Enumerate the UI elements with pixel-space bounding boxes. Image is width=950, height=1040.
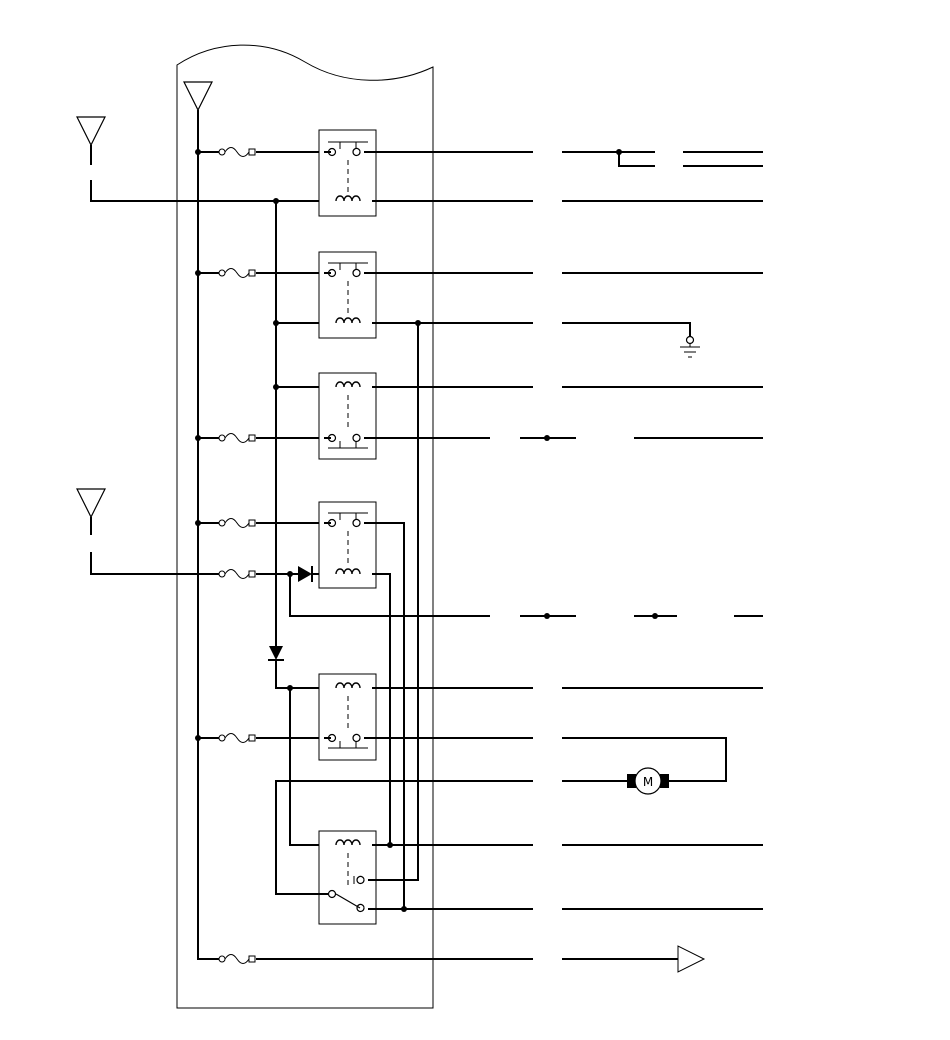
connector-arrow-icon: [677, 945, 706, 973]
diode-icon: [268, 646, 284, 661]
splice-dots: [195, 149, 658, 912]
relay-3: [318, 372, 377, 460]
external-feed-2: [90, 517, 222, 575]
fuse-icon: [218, 268, 256, 278]
power-source-icon: [183, 81, 213, 111]
external-feed-1: [90, 145, 330, 202]
power-source-icon: [76, 488, 106, 518]
relay-box-outline: [176, 44, 434, 1009]
ground-icon: [680, 335, 700, 358]
fuse-icon: [218, 518, 256, 528]
wire: [289, 574, 490, 617]
fuse-icon: [218, 569, 256, 579]
power-source-icon: [76, 116, 106, 146]
relay-6-changeover: [318, 830, 377, 925]
main-bus: [197, 110, 222, 960]
external-harness: [520, 151, 763, 960]
wire: [275, 780, 533, 895]
relay-2: [318, 251, 377, 339]
fuse-icon: [218, 733, 256, 743]
fuse-icon: [218, 954, 256, 964]
fuse-icon: [218, 147, 256, 157]
relay-1: [318, 129, 377, 217]
fuse-branches: [198, 151, 222, 739]
relay-4: [318, 501, 377, 589]
fuse-icon: [218, 433, 256, 443]
motor-icon: M: [627, 767, 669, 795]
relay-outputs: [368, 151, 533, 910]
wire: [289, 688, 330, 846]
relay-5: [318, 673, 377, 761]
motor-label: M: [643, 775, 653, 789]
fuse-outputs: [256, 151, 533, 960]
